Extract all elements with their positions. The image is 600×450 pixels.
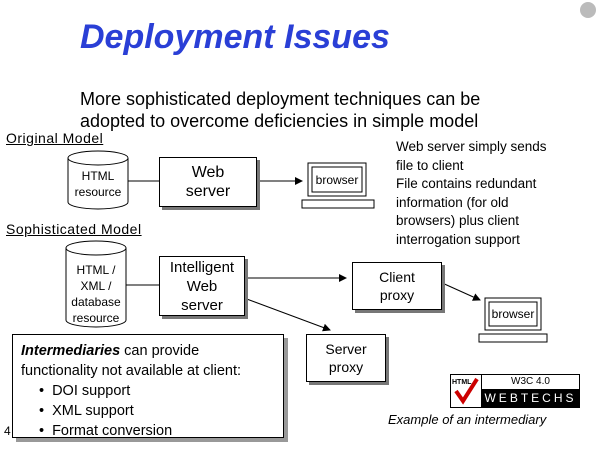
browser-label-sophisticated: browser	[491, 307, 535, 321]
list-item: Format conversion	[39, 421, 283, 441]
webtechs-badge: HTML W3C 4.0 WEBTECHS	[450, 374, 580, 408]
list-item: DOI support	[39, 381, 283, 401]
html-checkmark-icon: HTML	[451, 375, 482, 407]
html-resource-cylinder	[67, 150, 129, 210]
html-xml-db-resource-cylinder	[65, 240, 127, 328]
browser-monitor-sophisticated	[478, 297, 548, 343]
sophisticated-model-heading: Sophisticated Model	[6, 221, 142, 237]
browser-label-original: browser	[315, 173, 359, 187]
original-model-heading: Original Model	[6, 130, 104, 146]
list-item: XML support	[39, 401, 283, 421]
corner-dot	[580, 2, 596, 18]
badge-top-text: W3C 4.0	[482, 375, 579, 390]
subtitle: More sophisticated deployment techniques…	[80, 89, 481, 131]
intermediary-callout: Intermediaries can provide functionality…	[12, 334, 284, 441]
page-title: Deployment Issues	[80, 18, 390, 56]
page-number: 4	[4, 424, 11, 438]
browser-monitor-original	[301, 162, 375, 209]
badge-caption: Example of an intermediary	[388, 412, 547, 427]
badge-bottom-text: WEBTECHS	[482, 390, 579, 407]
